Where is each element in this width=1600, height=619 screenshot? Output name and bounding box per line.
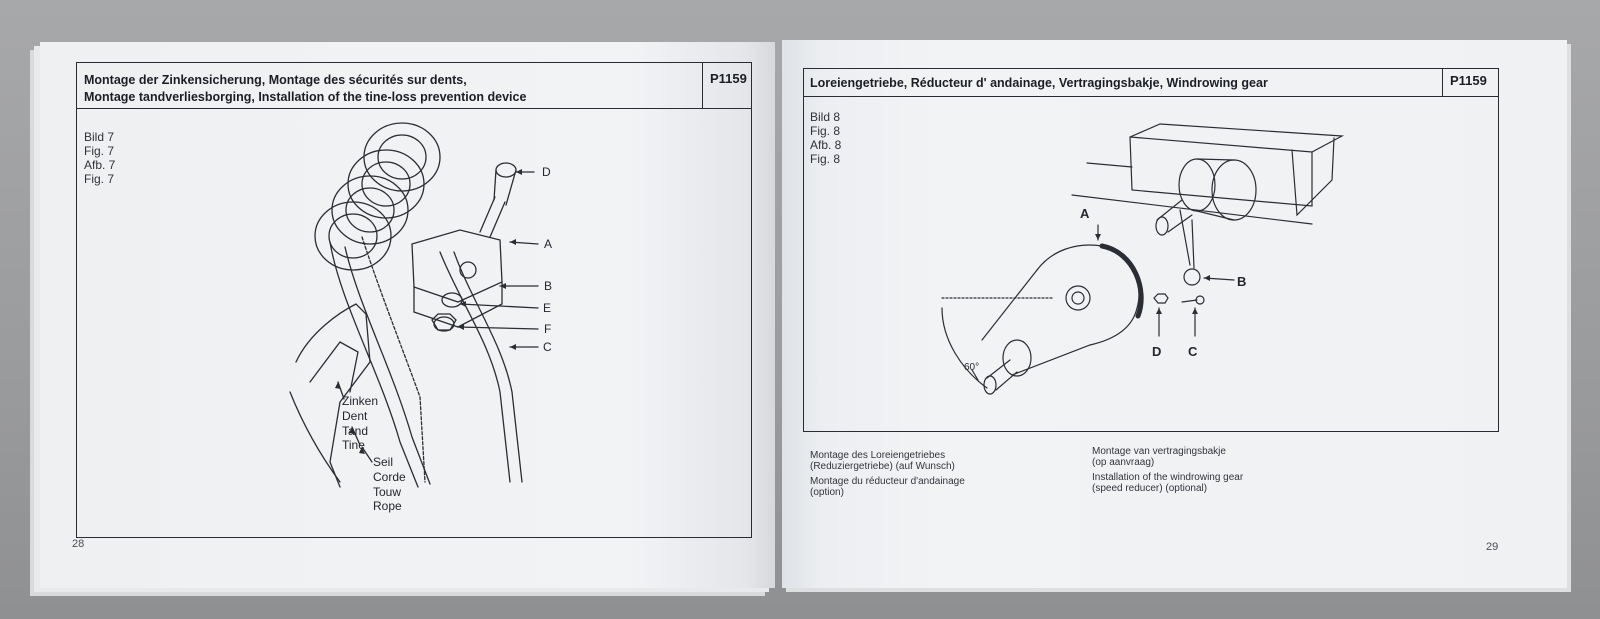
- figure-label-en: Fig. 7: [84, 172, 115, 186]
- lower-clamp: [295, 303, 371, 488]
- coil-spring-3: [331, 175, 409, 245]
- figure-label-de: Bild 8: [810, 110, 841, 124]
- right-page-frame: [803, 68, 1499, 432]
- arrow-e: [459, 303, 539, 309]
- figure-label-nl: Afb. 8: [810, 138, 842, 152]
- rope-label-en: Rope: [373, 499, 402, 513]
- caption-fr-line1: Montage du réducteur d'andainage: [810, 476, 965, 487]
- coil-spring-1: [363, 122, 441, 192]
- left-title-line1: Montage der Zinkensicherung, Montage des…: [84, 73, 467, 87]
- arrow-rope: [361, 446, 373, 463]
- bracket: [411, 229, 503, 303]
- caption-en-line1: Installation of the windrowing gear: [1092, 472, 1244, 483]
- callout-b-left: B: [544, 279, 552, 293]
- caption-fr-line2: (option): [810, 487, 844, 498]
- right-page-code: P1159: [1442, 68, 1499, 96]
- output-shaft: [986, 359, 1018, 391]
- housing-flange: [1178, 158, 1216, 212]
- gear-center: [1065, 285, 1091, 311]
- angle-label: 60°: [964, 362, 979, 373]
- angle-arc: [941, 307, 988, 389]
- tine-leg: [439, 251, 511, 483]
- bolt: [479, 196, 506, 238]
- coil-spring-2: [347, 149, 425, 219]
- caption-en: Installation of the windrowing gear (spe…: [1092, 472, 1342, 494]
- left-page-title: Montage der Zinkensicherung, Montage des…: [84, 72, 526, 106]
- callout-b-right: B: [1237, 274, 1246, 289]
- tine-label-nl: Tand: [342, 424, 368, 438]
- callout-d-left: D: [542, 165, 551, 179]
- rope-label-nl: Touw: [373, 485, 401, 499]
- caption-fr: Montage du réducteur d'andainage (option…: [810, 476, 1060, 498]
- figure-label-nl: Afb. 7: [84, 158, 116, 172]
- caption-de-line1: Montage des Loreiengetriebes: [810, 450, 946, 461]
- left-page-header: [76, 62, 752, 109]
- windrowing-gear-illustration: A B D C 60°: [941, 123, 1345, 395]
- caption-nl: Montage van vertragingsbakje (op aanvraa…: [1092, 446, 1342, 468]
- circlip: [1183, 268, 1201, 286]
- left-figure-label: Bild 7 Fig. 7 Afb. 7 Fig. 7: [84, 130, 115, 186]
- tine-label-fr: Dent: [342, 409, 368, 423]
- page-number-left: 28: [72, 538, 85, 550]
- nut-f: [431, 313, 457, 331]
- callout-a-right: A: [1080, 206, 1090, 221]
- rope: [361, 236, 426, 483]
- left-title-line2: Montage tandverliesborging, Installation…: [84, 90, 527, 104]
- washer-e: [441, 292, 463, 308]
- callout-c-right: C: [1188, 344, 1198, 359]
- figure-label-en: Fig. 8: [810, 152, 841, 166]
- figure-label-de: Bild 7: [84, 130, 115, 144]
- tine-loss-device-illustration: D A B E F C Zinken Dent Tand Tine Seil C…: [289, 122, 552, 513]
- figure-label-fr: Fig. 8: [810, 124, 841, 138]
- tine-label-de: Zinken: [342, 394, 378, 408]
- figure-label-fr: Fig. 7: [84, 144, 115, 158]
- callout-d-right: D: [1152, 344, 1161, 359]
- right-page-header: [803, 68, 1499, 97]
- left-page: Montage der Zinkensicherung, Montage des…: [40, 42, 775, 588]
- page-number-right: 29: [1486, 541, 1499, 553]
- bolt: [1181, 299, 1198, 303]
- callout-a-left: A: [544, 237, 552, 251]
- tine-bar: [329, 241, 419, 488]
- beam-top: [1129, 123, 1345, 153]
- right-figure-label: Bild 8 Fig. 8 Afb. 8 Fig. 8: [810, 110, 841, 166]
- left-page-code: P1159: [702, 62, 752, 108]
- bolt-head: [495, 162, 517, 178]
- caption-de: Montage des Loreiengetriebes (Reduzierge…: [810, 450, 1060, 472]
- caption-de-line2: (Reduziergetriebe) (auf Wunsch): [810, 461, 955, 472]
- arrow-f: [457, 326, 539, 330]
- left-page-frame: [76, 62, 752, 538]
- tine-label-en: Tine: [342, 438, 365, 452]
- beam-front: [1129, 136, 1313, 207]
- arrow-b-shaft: [1179, 209, 1195, 269]
- caption-nl-line1: Montage van vertragingsbakje: [1092, 446, 1226, 457]
- right-page-title: Loreiengetriebe, Réducteur d' andainage,…: [810, 76, 1268, 90]
- output-shaft-flange: [1002, 339, 1032, 377]
- callout-e-left: E: [543, 301, 551, 315]
- rope-label-de: Seil: [373, 455, 393, 469]
- right-page: Loreiengetriebe, Réducteur d' andainage,…: [782, 40, 1567, 588]
- callout-c-left: C: [543, 340, 552, 354]
- nut: [1153, 293, 1169, 304]
- bracket-hole: [459, 261, 477, 279]
- rope-label-fr: Corde: [373, 470, 406, 484]
- caption-nl-line2: (op aanvraag): [1092, 457, 1155, 468]
- coil-spring-4: [314, 201, 392, 271]
- gear-housing-rim: [1099, 243, 1144, 319]
- callout-f-left: F: [544, 322, 551, 336]
- input-shaft: [1156, 199, 1193, 233]
- caption-en-line2: (speed reducer) (optional): [1092, 483, 1208, 494]
